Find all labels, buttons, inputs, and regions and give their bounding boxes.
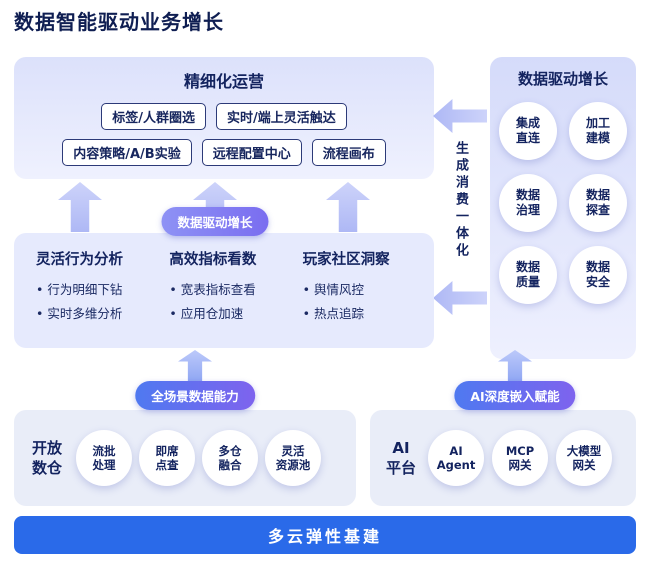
data-growth-circles: 集成 直连 加工 建模 数据 治理 数据 探查 数据 质量 数据 安全 bbox=[490, 102, 636, 304]
open-warehouse-circles: 流批 处理 即席 点查 多仓 融合 灵活 资源池 bbox=[76, 430, 322, 486]
circle-processing-modeling: 加工 建模 bbox=[569, 102, 627, 160]
left-arrow-icon bbox=[433, 99, 487, 133]
foundation-bar: 多云弹性基建 bbox=[14, 516, 636, 554]
pill-tag-audience: 标签/人群圈选 bbox=[101, 103, 206, 130]
bullet-item: 热点追踪 bbox=[303, 302, 412, 326]
circle-data-governance: 数据 治理 bbox=[499, 174, 557, 232]
column-title: 灵活行为分析 bbox=[36, 252, 123, 268]
circle-stream-batch: 流批 处理 bbox=[76, 430, 133, 486]
open-warehouse-title: 开放 数仓 bbox=[32, 438, 63, 477]
column-behavior-analysis: 灵活行为分析 行为明细下钻 实时多维分析 bbox=[36, 248, 145, 326]
up-arrow-icon bbox=[326, 182, 370, 232]
pill-row-1: 标签/人群圈选 实时/端上灵活触达 bbox=[101, 103, 347, 130]
refined-operations-pills: 标签/人群圈选 实时/端上灵活触达 内容策略/A/B实验 远程配置中心 流程画布 bbox=[14, 103, 434, 166]
left-arrow-icon bbox=[433, 281, 487, 315]
column-metrics-view: 高效指标看数 宽表指标查看 应用仓加速 bbox=[169, 248, 278, 326]
pill-realtime-reach: 实时/端上灵活触达 bbox=[216, 103, 347, 130]
circle-llm-gateway: 大模型 网关 bbox=[556, 430, 613, 486]
data-growth-title: 数据驱动增长 bbox=[517, 70, 608, 88]
circle-ai-agent: AI Agent bbox=[428, 430, 485, 486]
badge-ai-empowerment: AI深度嵌入赋能 bbox=[454, 381, 576, 410]
bullet-item: 宽表指标查看 bbox=[169, 278, 278, 302]
column-community-insight: 玩家社区洞察 舆情风控 热点追踪 bbox=[303, 248, 412, 326]
circle-flexible-resource-pool: 灵活 资源池 bbox=[265, 430, 322, 486]
pill-flow-canvas: 流程画布 bbox=[311, 139, 386, 166]
bullet-item: 实时多维分析 bbox=[36, 302, 145, 326]
column-title: 高效指标看数 bbox=[169, 252, 257, 268]
panel-refined-operations: 精细化运营 标签/人群圈选 实时/端上灵活触达 内容策略/A/B实验 远程配置中… bbox=[14, 57, 434, 179]
badge-all-scenario-data: 全场景数据能力 bbox=[135, 381, 255, 410]
panel-data-growth: 数据驱动增长 集成 直连 加工 建模 数据 治理 数据 探查 数据 质量 数据 … bbox=[490, 57, 636, 359]
circle-integration-connect: 集成 直连 bbox=[499, 102, 557, 160]
pill-remote-config: 远程配置中心 bbox=[201, 139, 302, 166]
analysis-columns: 灵活行为分析 行为明细下钻 实时多维分析 高效指标看数 宽表指标查看 应用仓加速… bbox=[14, 233, 434, 326]
ai-platform-circles: AI Agent MCP 网关 大模型 网关 bbox=[428, 430, 613, 486]
circle-multi-warehouse: 多仓 融合 bbox=[202, 430, 259, 486]
refined-operations-title: 精细化运营 bbox=[183, 72, 264, 91]
circle-data-quality: 数据 质量 bbox=[499, 246, 557, 304]
ai-platform-title: AI 平台 bbox=[386, 438, 417, 477]
up-arrow-icon bbox=[58, 182, 102, 232]
bullet-item: 舆情风控 bbox=[303, 278, 412, 302]
up-arrow-icon bbox=[178, 350, 212, 382]
vertical-label-gen-consume: 生成消费一体化 bbox=[453, 141, 468, 260]
pill-row-2: 内容策略/A/B实验 远程配置中心 流程画布 bbox=[62, 139, 386, 166]
circle-mcp-gateway: MCP 网关 bbox=[492, 430, 549, 486]
circle-data-security: 数据 安全 bbox=[569, 246, 627, 304]
bullet-item: 行为明细下钻 bbox=[36, 278, 145, 302]
panel-ai-platform: AI 平台 AI Agent MCP 网关 大模型 网关 bbox=[370, 410, 636, 506]
circle-data-exploration: 数据 探查 bbox=[569, 174, 627, 232]
badge-data-driven-growth: 数据驱动增长 bbox=[161, 207, 269, 236]
bullet-item: 应用仓加速 bbox=[169, 302, 278, 326]
circle-adhoc-query: 即席 点查 bbox=[139, 430, 196, 486]
panel-analysis: 灵活行为分析 行为明细下钻 实时多维分析 高效指标看数 宽表指标查看 应用仓加速… bbox=[14, 233, 434, 348]
page-title: 数据智能驱动业务增长 bbox=[14, 10, 224, 34]
pill-content-ab-test: 内容策略/A/B实验 bbox=[62, 139, 192, 166]
column-title: 玩家社区洞察 bbox=[302, 252, 390, 268]
panel-open-warehouse: 开放 数仓 流批 处理 即席 点查 多仓 融合 灵活 资源池 bbox=[14, 410, 356, 506]
